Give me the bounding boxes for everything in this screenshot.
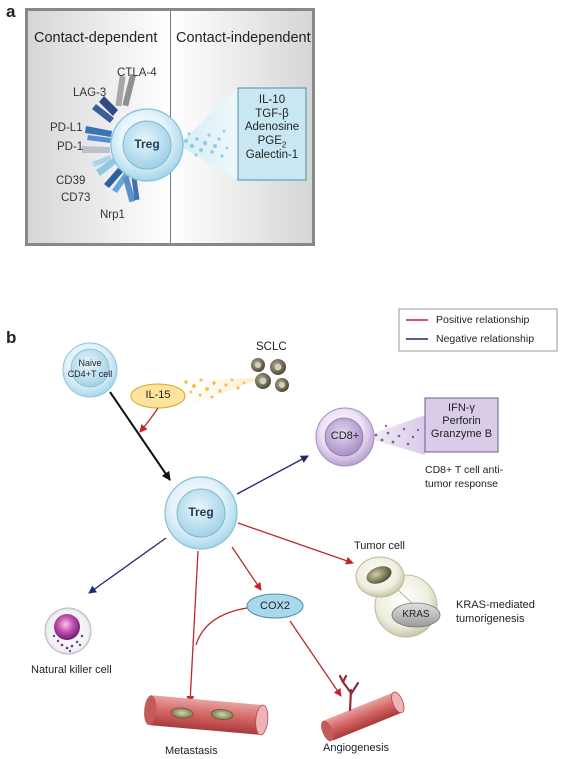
cox2-label: COX2	[260, 600, 290, 612]
nk-nucleus	[54, 614, 80, 640]
factor-galectin1: Galectin-1	[245, 149, 299, 162]
panel-b-label: b	[6, 328, 17, 347]
treg-to-cox2-arrow	[231, 546, 262, 591]
nk-granules	[52, 634, 84, 653]
legend-box	[398, 308, 558, 352]
receptor-nrp1: Nrp1	[100, 209, 125, 221]
secretion-dots	[184, 129, 229, 158]
kras-label: KRAS	[402, 609, 430, 620]
receptor-ctla4: CTLA-4	[117, 67, 157, 79]
receptor-pd1: PD-1	[57, 141, 84, 153]
treg-nucleus-b	[176, 488, 226, 538]
naive-cd4-nucleus	[70, 348, 110, 388]
legend-positive-label: Positive relationship	[436, 314, 530, 326]
treg-label-a: Treg	[134, 137, 160, 151]
kras-mediated-label: KRAS-mediated tumorigenesis	[456, 599, 535, 626]
contact-dependent-header: Contact-dependent	[34, 30, 158, 46]
treg-to-cd8-arrow	[236, 455, 309, 495]
receptors	[82, 73, 140, 203]
metastasis-label: Metastasis	[165, 745, 218, 757]
treg-label-b: Treg	[188, 505, 214, 519]
panel-a-diagram	[25, 8, 315, 246]
angiogenesis-vessel	[321, 691, 405, 742]
angiogenesis-label: Angiogenesis	[323, 742, 390, 754]
tumor-nucleus	[366, 566, 392, 584]
sclc-cells	[251, 358, 289, 392]
nk-label: Natural killer cell	[31, 664, 112, 676]
sclc-secretion-dots	[184, 378, 246, 399]
cox2-to-angiogenesis-arrow	[289, 620, 342, 697]
naive-to-treg-arrow	[109, 391, 171, 481]
cox2-to-metastasis-curve	[195, 607, 248, 646]
receptor-lag3: LAG-3	[73, 87, 107, 99]
metastasis-vessel	[144, 695, 269, 736]
receptor-cd39: CD39	[56, 175, 86, 187]
cd8-factors-list: IFN-γ Perforin Granzyme B	[425, 402, 498, 441]
treg-to-nk-arrow	[88, 537, 167, 594]
cox2-badge	[246, 593, 304, 619]
treg-to-tumor-arrow	[237, 522, 354, 565]
il15-label: IL-15	[145, 389, 171, 401]
tumor-cell-label: Tumor cell	[354, 540, 405, 552]
cd8-factors-box	[424, 397, 499, 453]
factor-tgfb: TGF-β	[255, 107, 289, 120]
secreted-factors-box	[237, 87, 307, 181]
sclc-label: SCLC	[256, 341, 287, 353]
cd8-secretion-dots	[374, 424, 420, 446]
factor-perforin: Perforin	[442, 414, 481, 427]
cd8-secretion-cone	[363, 415, 425, 455]
kras-badge	[391, 602, 441, 628]
cd8-label: CD8+	[330, 430, 360, 442]
il15-curve-arrow	[139, 407, 159, 433]
naive-cd4-label: Naive CD4+T cell	[67, 358, 113, 379]
treg-nucleus-a	[122, 120, 172, 170]
factor-pge2: PGE2	[257, 134, 287, 149]
sclc-secretion-cone	[165, 378, 262, 405]
receptor-pdl1: PD-L1	[50, 122, 83, 134]
legend-negative-label: Negative relationship	[436, 333, 535, 345]
panel-a-label: a	[6, 2, 16, 21]
receptor-cd73: CD73	[61, 192, 91, 204]
factor-granzyme-b: Granzyme B	[430, 427, 493, 440]
factor-adenosine: Adenosine	[244, 121, 300, 134]
factor-ifng: IFN-γ	[448, 402, 475, 414]
tumor-kras-connector	[395, 587, 414, 605]
secreted-factors-list: IL-10 TGF-β Adenosine PGE2 Galectin-1	[238, 94, 306, 163]
contact-independent-header: Contact-independent	[176, 30, 311, 46]
angiogenesis-sprout	[338, 674, 360, 712]
factor-il10: IL-10	[258, 94, 286, 106]
cd8-nucleus	[324, 417, 364, 457]
cd8-response-label: CD8+ T cell anti- tumor response	[425, 464, 504, 490]
treg-to-metastasis-arrow	[186, 550, 199, 704]
